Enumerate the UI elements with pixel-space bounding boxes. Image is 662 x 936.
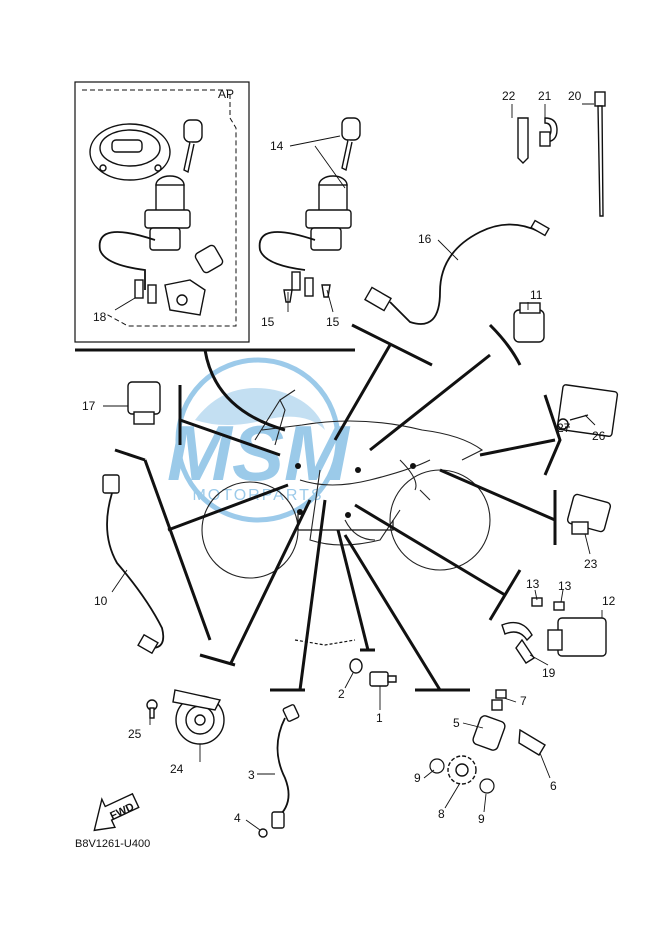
callout-7: 7 [520,694,527,708]
callout-22: 22 [502,89,516,103]
bolt-13b [553,601,565,611]
diagram-code: B8V1261-U400 [75,838,150,850]
callout-26: 26 [592,429,606,443]
fwd-arrow-icon: FWD [93,792,140,832]
callout-21: 21 [538,89,552,103]
callout-5: 5 [453,716,460,730]
circlip-9a [429,758,445,774]
clamp-21 [539,117,558,147]
callout-15b: 15 [326,315,340,329]
callout-4: 4 [234,811,241,825]
bolt-25 [146,699,158,719]
callout-13b: 13 [558,579,572,593]
callout-24: 24 [170,762,184,776]
callout-3: 3 [248,768,255,782]
plate-26 [556,384,619,437]
flasher-relay-23 [566,493,612,535]
callout-8: 8 [438,807,445,821]
callout-1: 1 [376,711,383,725]
ap-kit-box: AP [74,81,250,343]
horn-24 [172,689,225,745]
callout-27: 27 [557,421,571,435]
callout-14: 14 [270,139,284,153]
callout-23: 23 [584,557,598,571]
callout-25: 25 [128,727,142,741]
callout-labels: 1 2 3 4 5 6 7 8 9 9 10 11 12 13 13 14 15… [82,89,616,826]
gasket-2 [349,658,363,674]
group-leaders [75,323,562,692]
callout-19: 19 [542,666,556,680]
motorcycle-outline [201,389,491,646]
relay-11 [513,302,545,343]
callout-20: 20 [568,89,582,103]
callout-leaders [103,103,603,831]
neutral-switch-1 [369,671,397,687]
bracket-6 [518,728,546,756]
clamp-19 [501,621,535,664]
callout-17: 17 [82,399,96,413]
main-switch-set [258,175,352,303]
ap-label: AP [218,87,234,101]
callout-9b: 9 [478,812,485,826]
key-icon [183,119,203,174]
sprocket-8 [447,755,477,785]
key-icon-set [341,117,361,172]
main-switch-ap [98,175,191,304]
fuel-tank-cap [89,123,171,181]
callout-15a: 15 [261,315,275,329]
clip-22 [517,117,529,164]
callout-13a: 13 [526,577,540,591]
relay-17 [127,381,161,425]
circlip-9b [479,778,495,794]
seat-lock-ap [164,244,224,316]
sensor-lead-10 [102,474,165,655]
sensor-lead-3 [271,704,300,829]
callout-16: 16 [418,232,432,246]
starter-relay-12 [547,617,607,657]
callout-11: 11 [530,288,543,302]
wire-lead-16 [364,219,550,325]
cable-tie-20 [594,91,606,217]
pickup-coil-5 [472,699,506,751]
bolt-4 [258,828,268,838]
callout-12: 12 [602,594,616,608]
callout-9a: 9 [414,771,421,785]
callout-18: 18 [93,310,107,324]
nut-27 [557,418,569,430]
callout-6: 6 [550,779,557,793]
bolt-7 [495,689,507,699]
callout-10: 10 [94,594,108,608]
callout-2: 2 [338,687,345,701]
